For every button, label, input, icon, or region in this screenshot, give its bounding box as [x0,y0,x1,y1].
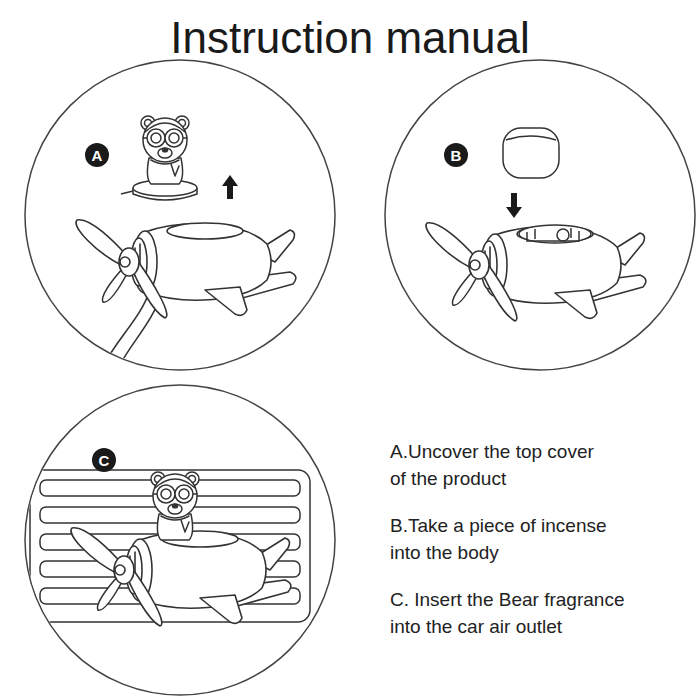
step-b-illustration [426,128,646,321]
step-letter: B [451,148,462,163]
bear-figure [151,472,199,540]
step-circle [25,60,335,370]
plane-body [71,528,291,626]
incense-slot [519,225,591,243]
up-arrow [222,175,238,199]
bear-lid [121,116,197,200]
step-c-illustration [30,470,310,626]
step-a-illustration [76,116,296,376]
step-badge: C [92,448,116,472]
incense-pad [503,128,559,178]
step-letter: A [92,148,103,163]
step-circle [25,385,335,695]
page-title: Instruction manual [0,14,700,62]
plane-body [426,223,646,321]
step-badge: A [85,143,109,167]
instruction-text: C. Insert the Bear fragrance into the ca… [390,586,642,640]
plane-body [76,220,296,318]
instruction-text: B.Take a piece of incense into the body [390,512,625,566]
instruction-text: A.Uncover the top cover of the product [390,438,604,492]
step-circle [385,60,695,370]
step-badge: B [444,143,468,167]
step-letter: C [99,453,110,468]
down-arrow [506,193,522,218]
